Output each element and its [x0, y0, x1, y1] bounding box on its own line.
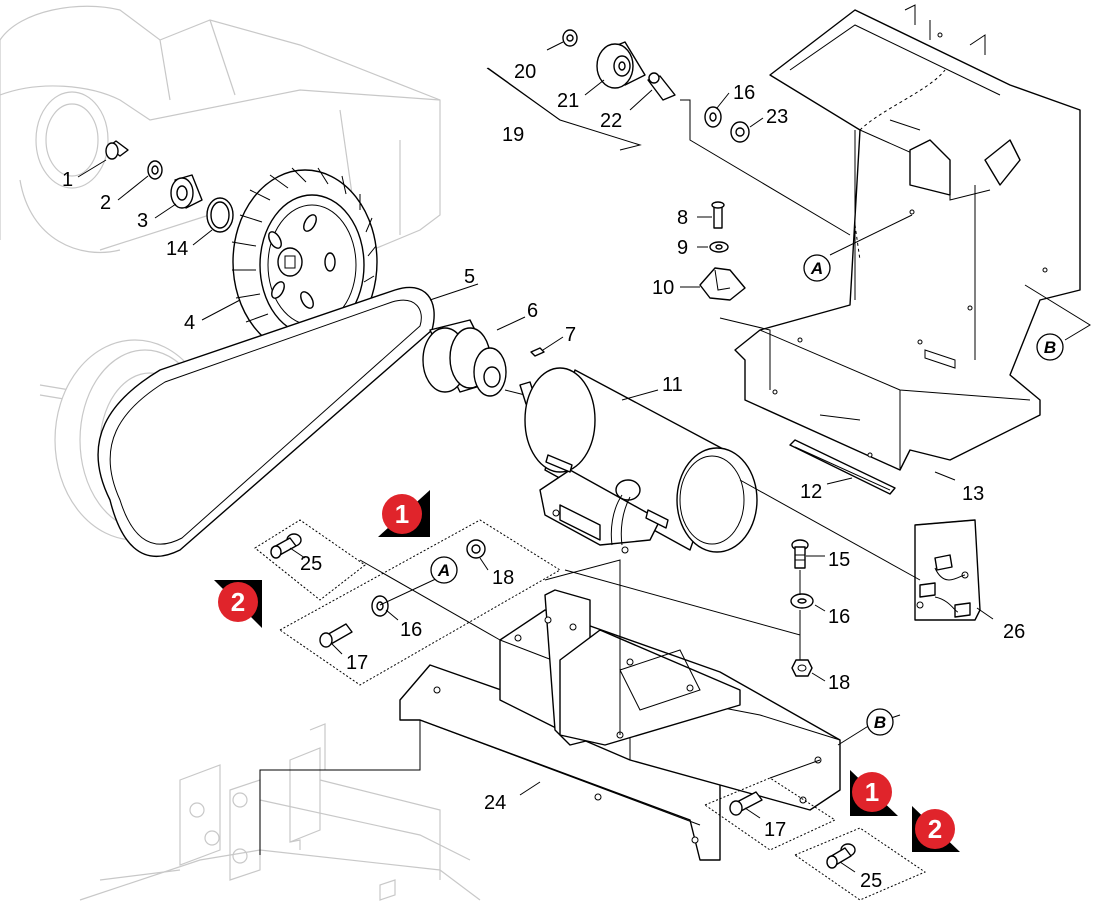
- brush-kit-26: [914, 519, 981, 621]
- label-part-11: 11: [662, 374, 683, 396]
- label-part-21: 21: [557, 90, 579, 112]
- kit-marker-1-left: 1: [378, 490, 430, 537]
- label-part-24: 24: [484, 792, 506, 814]
- label-part-5: 5: [464, 266, 475, 288]
- label-part-13: 13: [962, 483, 984, 505]
- label-part-23: 23: [766, 106, 788, 128]
- kit-box-right-lower: [703, 777, 927, 901]
- bracket-10: [699, 267, 746, 301]
- label-part-9: 9: [677, 237, 688, 259]
- label-part-4: 4: [184, 312, 195, 334]
- label-part-12: 12: [800, 481, 822, 503]
- stud-22: [647, 72, 676, 101]
- kit-marker-2-right: 2: [912, 806, 960, 852]
- rail-12: [789, 439, 896, 495]
- label-part-8: 8: [677, 207, 688, 229]
- svg-text:A: A: [810, 259, 823, 278]
- label-part-10: 10: [652, 277, 674, 299]
- bolt-17-right: [729, 791, 763, 816]
- label-part-17-left: 17: [346, 652, 368, 674]
- washer-2: [147, 160, 163, 180]
- label-part-6: 6: [527, 300, 538, 322]
- key-7: [530, 347, 545, 357]
- bolt-15: [791, 539, 809, 569]
- motor-pulley-6: [422, 319, 526, 397]
- svg-text:B: B: [874, 713, 886, 732]
- ref-letter-b-rail: B: [866, 708, 894, 736]
- label-part-16-top: 16: [733, 82, 755, 104]
- ref-letter-a-frame: A: [803, 254, 831, 282]
- svg-text:2: 2: [231, 587, 245, 617]
- label-part-15: 15: [828, 549, 850, 571]
- nut-18-right: [791, 659, 813, 677]
- nut-23: [730, 121, 750, 143]
- nut-20: [562, 29, 578, 47]
- motor-11: [519, 367, 758, 554]
- label-part-16-left: 16: [400, 619, 422, 641]
- spacer-14: [206, 197, 234, 233]
- washer-16-top: [704, 106, 722, 128]
- label-part-2: 2: [100, 192, 111, 214]
- label-part-26: 26: [1003, 621, 1025, 643]
- drive-belt: [97, 286, 435, 557]
- label-part-16-right: 16: [828, 606, 850, 628]
- label-part-22: 22: [600, 110, 622, 132]
- label-part-1: 1: [62, 169, 73, 191]
- screw-25-right: [826, 843, 856, 869]
- washer-16-left: [371, 595, 389, 617]
- ref-letter-b-frame: B: [1036, 333, 1064, 361]
- ref-letter-a-kit: A: [430, 556, 458, 584]
- motor-mount-24: [399, 589, 841, 861]
- washer-16-right: [790, 593, 814, 609]
- label-part-17-right: 17: [764, 819, 786, 841]
- nut-18-left: [466, 539, 486, 559]
- label-part-25-right: 25: [860, 870, 882, 892]
- label-part-7: 7: [565, 324, 576, 346]
- label-part-25-left: 25: [300, 553, 322, 575]
- bolt-17-left: [319, 623, 353, 648]
- bearing-3: [170, 174, 203, 209]
- screw-25-left: [270, 533, 302, 559]
- svg-text:1: 1: [395, 499, 409, 529]
- svg-text:2: 2: [928, 814, 942, 844]
- label-part-18-right: 18: [828, 672, 850, 694]
- label-part-14: 14: [166, 238, 188, 260]
- kit-marker-2-left: 2: [214, 580, 262, 628]
- svg-text:B: B: [1044, 338, 1056, 357]
- svg-text:1: 1: [865, 777, 879, 807]
- label-part-20: 20: [514, 61, 536, 83]
- bolt-1: [105, 140, 129, 160]
- kit-marker-1-right: 1: [850, 770, 898, 816]
- washer-9: [709, 241, 729, 253]
- part-labels: 1 2 3 14 4 5 6 7 8 9 10 11 12 13 15 16 1…: [62, 61, 1025, 892]
- label-part-19: 19: [502, 124, 524, 146]
- screw-8: [711, 201, 725, 229]
- label-part-3: 3: [137, 210, 148, 232]
- svg-text:A: A: [437, 561, 450, 580]
- upper-frame-13: [734, 4, 1081, 471]
- label-part-18-left: 18: [492, 567, 514, 589]
- ghost-machine-housing: [0, 5, 441, 256]
- kit-box-left-upper: [254, 519, 561, 686]
- idler-pulley-21: [596, 41, 646, 89]
